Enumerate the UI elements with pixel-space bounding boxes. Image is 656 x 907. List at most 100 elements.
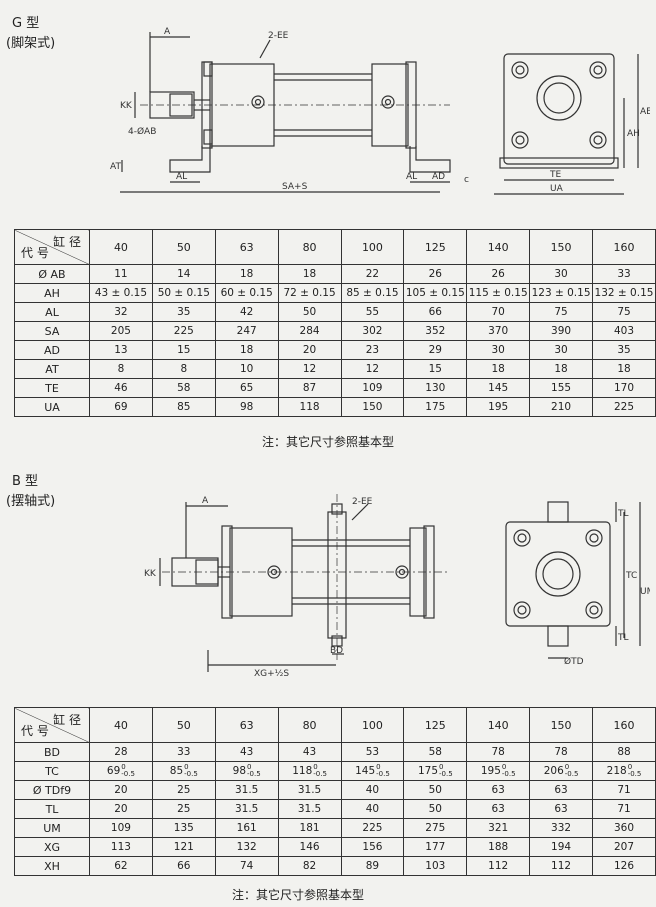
bore-header: 50	[151, 707, 216, 743]
b-type-note: 注：其它尺寸参照基本型	[232, 888, 365, 902]
value-cell: 23	[340, 340, 405, 360]
value-text: 63	[554, 803, 568, 815]
row-code-cell: TC	[14, 761, 90, 781]
value-text: 161	[236, 822, 257, 834]
value-cell: 85	[151, 397, 216, 417]
b-type-end-view-drawing: TL TC UM TL ØTD	[505, 501, 650, 666]
table-corner-cell: 缸 径 代 号	[14, 707, 90, 743]
value-text: 66	[177, 860, 191, 872]
value-text: 205	[110, 325, 131, 337]
value-text: 275	[425, 822, 446, 834]
value-cell: 70	[466, 302, 531, 322]
value-cell: 275	[403, 818, 468, 838]
value-cell: 20	[277, 340, 342, 360]
tolerance-lower: -0.5	[376, 770, 390, 778]
value-text: 28	[114, 746, 128, 758]
header-bore-label: 缸 径	[53, 235, 81, 249]
dim-a-label: A	[202, 496, 209, 506]
value-text: 112	[488, 860, 509, 872]
value-text: 218	[606, 765, 627, 777]
value-cell: 18	[214, 340, 279, 360]
value-text: 170	[613, 382, 635, 394]
value-cell: 31.5	[214, 799, 279, 819]
value-text: 75	[554, 306, 568, 318]
value-cell: 71	[592, 799, 656, 819]
value-cell: 181	[277, 818, 342, 838]
value-cell: 63	[529, 780, 593, 800]
value-text: 23	[365, 344, 380, 356]
value-text: 8	[180, 363, 188, 375]
bore-header: 100	[340, 229, 405, 265]
row-code-cell: AL	[14, 302, 90, 322]
value-text: 43	[240, 746, 254, 758]
tolerance: 0-0.5	[313, 764, 327, 778]
value-text: 115 ± 0.15	[468, 287, 528, 299]
value-text: 31.5	[234, 784, 259, 796]
value-text: 65	[240, 382, 254, 394]
value-cell: 14	[151, 264, 216, 284]
g-type-title: G 型	[12, 16, 40, 31]
value-cell: 210	[529, 397, 593, 417]
value-cell: 10	[214, 359, 279, 379]
value-text: 70	[491, 306, 505, 318]
value-cell: 112	[466, 856, 531, 876]
value-text: 85 ± 0.15	[346, 287, 399, 299]
dim-ad-label: AD	[432, 172, 445, 182]
row-code-cell: XG	[14, 837, 90, 857]
value-cell: 63	[466, 780, 531, 800]
bore-header: 150	[529, 707, 593, 743]
value-text: 60 ± 0.15	[220, 287, 273, 299]
value-cell: 25	[151, 780, 216, 800]
bore-header: 160	[592, 707, 656, 743]
value-cell: 11	[89, 264, 153, 284]
value-text: 403	[613, 325, 635, 337]
value-cell: 135	[151, 818, 216, 838]
value-cell: 31.5	[277, 799, 342, 819]
value-text: 40	[365, 784, 380, 796]
value-text: 85	[169, 765, 184, 777]
value-text: 40	[365, 803, 380, 815]
row-code-cell: UA	[14, 397, 90, 417]
value-cell: 403	[592, 321, 656, 341]
value-cell: 74	[214, 856, 279, 876]
value-cell: 89	[340, 856, 405, 876]
value-text: 370	[488, 325, 509, 337]
value-text: 98	[240, 401, 254, 413]
value-text: 50	[428, 784, 442, 796]
tolerance-upper: 0	[564, 763, 570, 771]
value-text: 132 ± 0.15	[594, 287, 654, 299]
b-type-side-view-drawing: A 2-EE KK BD XG+½S	[144, 494, 450, 679]
tolerance-lower: -0.5	[439, 770, 453, 778]
value-text: 175	[425, 401, 446, 413]
value-cell: 33	[151, 742, 216, 762]
dim-bd-label: BD	[330, 646, 343, 656]
tolerance: 0-0.5	[184, 764, 198, 778]
value-cell: 247	[214, 321, 279, 341]
value-cell: 78	[529, 742, 593, 762]
value-cell: 8	[89, 359, 153, 379]
value-cell: 82	[277, 856, 342, 876]
row-code-cell: SA	[14, 321, 90, 341]
value-cell: 112	[529, 856, 593, 876]
tolerance-lower: -0.5	[184, 770, 198, 778]
tolerance-upper: 0	[501, 763, 507, 771]
value-text: 145	[488, 382, 509, 394]
row-code-cell: AD	[14, 340, 90, 360]
value-text: 18	[554, 363, 568, 375]
value-cell: 98	[214, 397, 279, 417]
bore-header: 150	[529, 229, 593, 265]
value-cell: 123 ± 0.15	[529, 283, 593, 303]
value-text: 31.5	[234, 803, 259, 815]
tolerance: 0-0.5	[376, 764, 390, 778]
value-text: 20	[114, 803, 128, 815]
tolerance-lower: -0.5	[313, 770, 327, 778]
dim-te-label: TE	[549, 170, 561, 180]
